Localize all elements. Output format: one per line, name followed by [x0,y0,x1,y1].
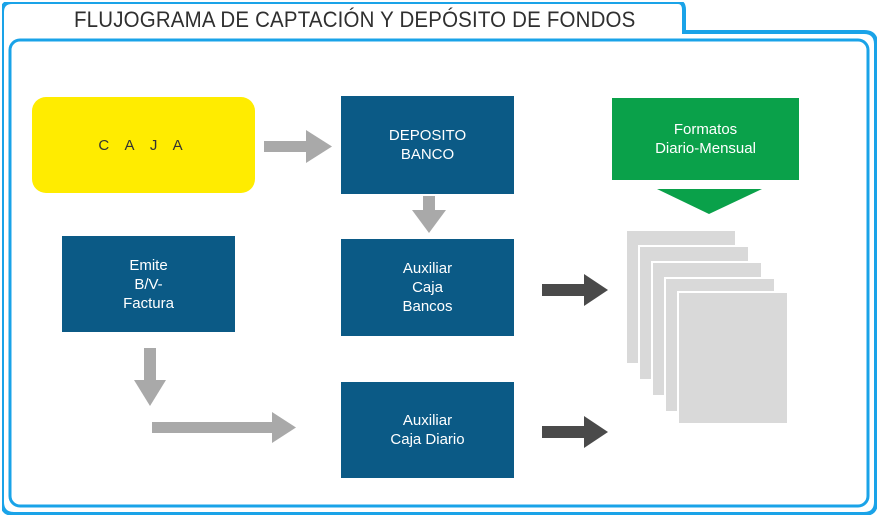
diagram-title: FLUJOGRAMA DE CAPTACIÓN Y DEPÓSITO DE FO… [74,7,636,32]
arrow-deposito-to-auxiliar [412,196,446,233]
arrow-formatos-down [657,189,762,214]
arrow-bancos-to-formatos [542,274,608,306]
node-caja: C A J A [32,97,255,193]
arrow-diario-to-formatos [542,416,608,448]
arrow-to-auxiliar-diario [152,412,296,443]
document-stack [625,229,789,425]
node-formatos: Formatos Diario-Mensual [612,98,799,180]
node-deposito-banco: DEPOSITO BANCO [341,96,514,194]
node-auxiliar-caja-bancos: Auxiliar Caja Bancos [341,239,514,336]
node-auxiliar-caja-diario: Auxiliar Caja Diario [341,382,514,478]
node-emite-factura: Emite B/V- Factura [62,236,235,332]
arrow-emite-down [134,348,166,406]
arrow-caja-to-deposito [264,130,332,163]
